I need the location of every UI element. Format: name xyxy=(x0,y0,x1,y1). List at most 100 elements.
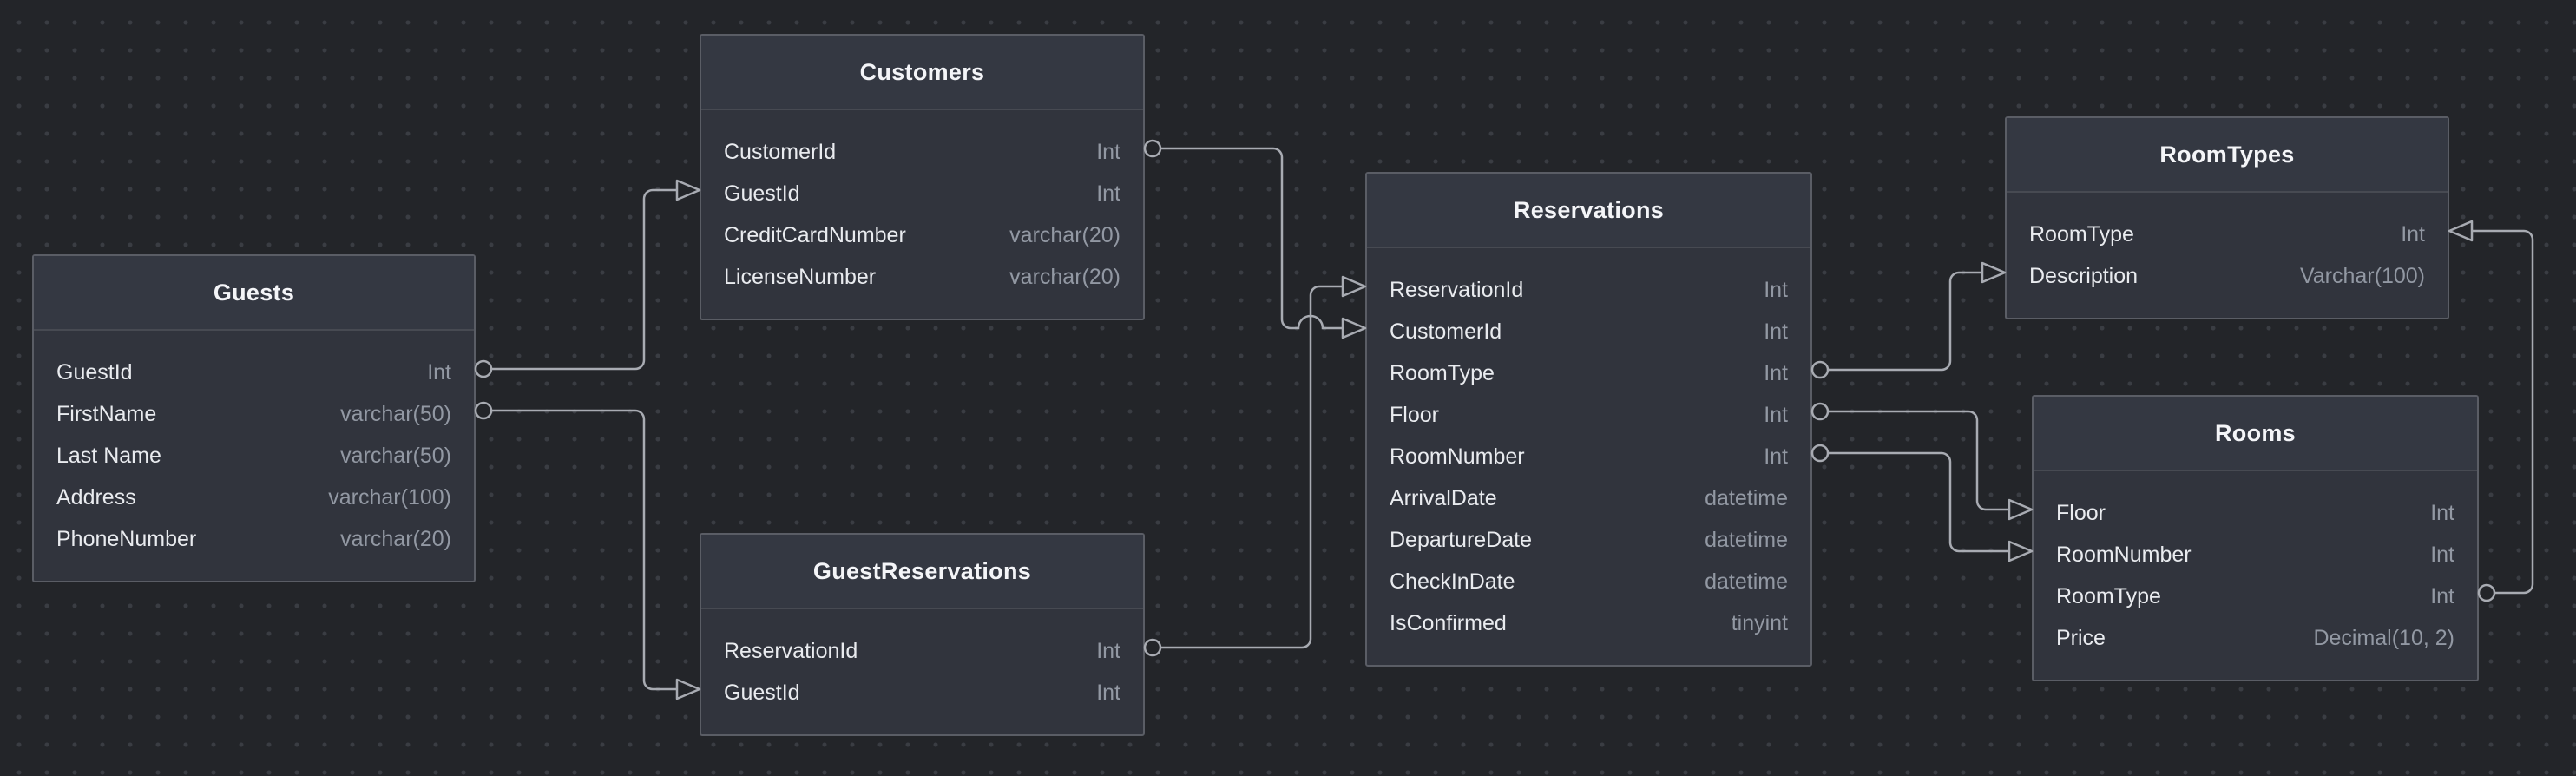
table-title-guests[interactable]: Guests xyxy=(34,256,474,331)
field-row-room-types-description[interactable]: Description Varchar(100) xyxy=(2007,255,2448,297)
field-name: Floor xyxy=(1390,402,1439,427)
table-title-guest-reservations[interactable]: GuestReservations xyxy=(701,535,1143,609)
field-name: Description xyxy=(2029,263,2139,288)
field-type: Int xyxy=(2430,500,2454,525)
field-row-rooms-roomnumber[interactable]: RoomNumber Int xyxy=(2034,534,2477,575)
table-title-room-types[interactable]: RoomTypes xyxy=(2007,118,2448,193)
field-row-reservations-departuredate[interactable]: DepartureDate datetime xyxy=(1367,519,1810,561)
cardinality-circle-marker xyxy=(2477,583,2496,602)
field-row-rooms-floor[interactable]: Floor Int xyxy=(2034,492,2477,534)
table-title-reservations[interactable]: Reservations xyxy=(1367,174,1810,248)
cardinality-circle-marker xyxy=(1810,444,1830,463)
field-type: Int xyxy=(2430,542,2454,567)
field-type: varchar(50) xyxy=(340,401,451,426)
field-name: RoomNumber xyxy=(2056,542,2192,567)
cardinality-circle-marker xyxy=(1143,638,1162,657)
field-name: ArrivalDate xyxy=(1390,485,1497,510)
field-name: Floor xyxy=(2056,500,2106,525)
field-name: RoomNumber xyxy=(1390,444,1525,469)
field-row-guests-address[interactable]: Address varchar(100) xyxy=(34,477,474,518)
relationship-line-reservations-rooms[interactable] xyxy=(1826,410,2011,511)
field-type: Int xyxy=(427,359,451,385)
field-type: varchar(20) xyxy=(1009,264,1120,289)
field-type: Int xyxy=(2401,221,2425,247)
field-name: ReservationId xyxy=(724,638,858,663)
field-type: datetime xyxy=(1705,527,1788,552)
field-type: varchar(100) xyxy=(328,484,451,510)
cardinality-arrow-marker xyxy=(2448,220,2474,242)
relationship-line-customers-reservations[interactable] xyxy=(1159,147,1344,330)
field-row-guests-phonenumber[interactable]: PhoneNumber varchar(20) xyxy=(34,518,474,560)
field-type: Int xyxy=(1764,277,1788,302)
field-name: Address xyxy=(56,484,136,510)
field-row-customers-licensenumber[interactable]: LicenseNumber varchar(20) xyxy=(701,256,1143,298)
field-row-room-types-roomtype[interactable]: RoomType Int xyxy=(2007,214,2448,255)
field-type: datetime xyxy=(1705,485,1788,510)
field-name: CreditCardNumber xyxy=(724,222,906,247)
cardinality-circle-marker xyxy=(1810,360,1830,379)
field-row-customers-creditcardnumber[interactable]: CreditCardNumber varchar(20) xyxy=(701,214,1143,256)
relationship-line-guests-guest-reservations[interactable] xyxy=(490,409,679,691)
table-title-customers[interactable]: Customers xyxy=(701,36,1143,110)
field-name: RoomType xyxy=(1390,360,1495,385)
field-name: GuestId xyxy=(724,181,800,206)
cardinality-arrow-marker xyxy=(2008,540,2034,562)
relationship-line-reservations-rooms[interactable] xyxy=(1826,451,2011,553)
field-name: DepartureDate xyxy=(1390,527,1532,552)
field-type: Varchar(100) xyxy=(2299,263,2425,288)
field-type: Int xyxy=(1764,402,1788,427)
cardinality-arrow-marker xyxy=(2008,498,2034,521)
relationship-line-reservations-room-types[interactable] xyxy=(1826,271,1984,372)
field-row-reservations-floor[interactable]: Floor Int xyxy=(1367,394,1810,436)
relationship-line-guests-customers[interactable] xyxy=(490,188,679,371)
cardinality-arrow-marker xyxy=(1341,275,1367,298)
field-type: datetime xyxy=(1705,569,1788,594)
table-title-rooms[interactable]: Rooms xyxy=(2034,397,2477,471)
field-name: IsConfirmed xyxy=(1390,610,1507,635)
field-row-guests-last-name[interactable]: Last Name varchar(50) xyxy=(34,435,474,477)
cardinality-circle-marker xyxy=(1143,139,1162,158)
field-type: Int xyxy=(1096,638,1120,663)
cardinality-arrow-marker xyxy=(1981,261,2007,284)
relationship-line-guest-reservations-reservations[interactable] xyxy=(1159,285,1344,649)
field-name: RoomType xyxy=(2029,221,2134,247)
cardinality-circle-marker xyxy=(474,359,493,378)
field-type: varchar(20) xyxy=(1009,222,1120,247)
field-name: Last Name xyxy=(56,443,161,468)
field-row-reservations-arrivaldate[interactable]: ArrivalDate datetime xyxy=(1367,477,1810,519)
relationship-line-rooms-room-types[interactable] xyxy=(2470,229,2534,595)
field-type: varchar(50) xyxy=(340,443,451,468)
field-name: GuestId xyxy=(724,680,800,705)
field-name: PhoneNumber xyxy=(56,526,197,551)
field-type: varchar(20) xyxy=(340,526,451,551)
field-name: LicenseNumber xyxy=(724,264,877,289)
field-type: Decimal(10, 2) xyxy=(2313,625,2454,650)
cardinality-arrow-marker xyxy=(675,678,701,700)
field-row-guest-reservations-reservationid[interactable]: ReservationId Int xyxy=(701,630,1143,672)
